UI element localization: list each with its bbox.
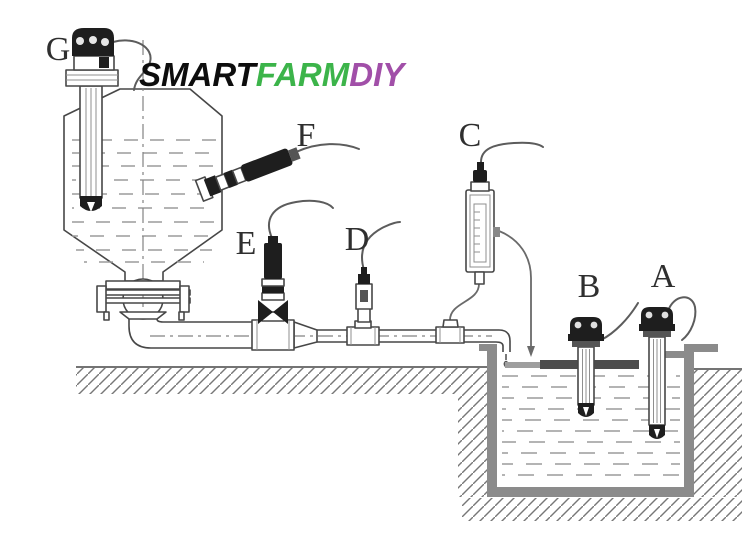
sensor-b-cable bbox=[600, 302, 639, 341]
label-c: C bbox=[459, 117, 482, 154]
label-b: B bbox=[578, 268, 601, 305]
label-e: E bbox=[236, 225, 257, 262]
sensor-a-cap bbox=[641, 307, 673, 324]
sensor-g-cable bbox=[112, 39, 152, 91]
sensor-e-tee bbox=[251, 319, 295, 351]
sensor-f-probe bbox=[194, 143, 360, 202]
sensor-b-probe bbox=[568, 302, 639, 417]
sensor-a-bracket bbox=[658, 351, 684, 358]
pit-right-wall bbox=[684, 345, 694, 497]
sensor-c-cap bbox=[473, 170, 487, 182]
sensor-e-cable bbox=[268, 199, 334, 239]
sensor-f-cable bbox=[295, 143, 360, 153]
sensor-g-probe bbox=[65, 28, 152, 212]
collection-pit bbox=[479, 344, 718, 497]
brand-logo-diy: DIY bbox=[349, 56, 405, 93]
ground-hatch-right bbox=[694, 368, 742, 497]
sensor-a-probe bbox=[639, 296, 697, 439]
sample-tee bbox=[435, 283, 480, 344]
sensor-c-cable bbox=[480, 141, 544, 163]
label-d: D bbox=[345, 221, 370, 258]
sensor-e-assembly bbox=[251, 199, 334, 351]
sensor-b-cap bbox=[570, 317, 602, 334]
label-a: A bbox=[651, 258, 676, 295]
brand-logo-farm: FARM bbox=[255, 56, 350, 93]
sensor-d-tee bbox=[346, 326, 380, 346]
sensor-e-clamp bbox=[258, 300, 288, 324]
sensor-f-body bbox=[241, 148, 293, 182]
brand-logo-smart: SMART bbox=[139, 56, 256, 93]
pit-floor bbox=[487, 487, 694, 497]
ground-hatch-left bbox=[76, 366, 487, 497]
sample-return-tube bbox=[498, 230, 532, 347]
pit-left-wall bbox=[487, 345, 497, 497]
pipe-reducer bbox=[293, 321, 318, 349]
discharge-elbow bbox=[495, 329, 511, 368]
label-f: F bbox=[297, 117, 316, 154]
drip-arrow bbox=[527, 346, 535, 357]
ground-hatch-bottom bbox=[462, 498, 742, 521]
mounting-bar bbox=[505, 360, 639, 369]
sensor-g-flange bbox=[65, 69, 119, 87]
sensor-d-cable bbox=[361, 221, 401, 271]
pit-left-lip bbox=[479, 344, 497, 351]
pipe-elbow-inner bbox=[156, 318, 252, 323]
sensor-a-cable bbox=[667, 296, 697, 341]
flow-cell-side-port bbox=[493, 227, 500, 237]
flow-cell-c bbox=[465, 141, 544, 357]
sensor-e-body bbox=[264, 243, 282, 279]
tank-outlet-valve bbox=[96, 278, 191, 321]
label-g: G bbox=[46, 31, 71, 68]
brand-logo: SMARTFARMDIY bbox=[139, 56, 405, 93]
pit-right-lip bbox=[684, 344, 718, 352]
pipe-elbow-outer bbox=[128, 319, 252, 349]
sensor-d-assembly bbox=[346, 221, 401, 346]
